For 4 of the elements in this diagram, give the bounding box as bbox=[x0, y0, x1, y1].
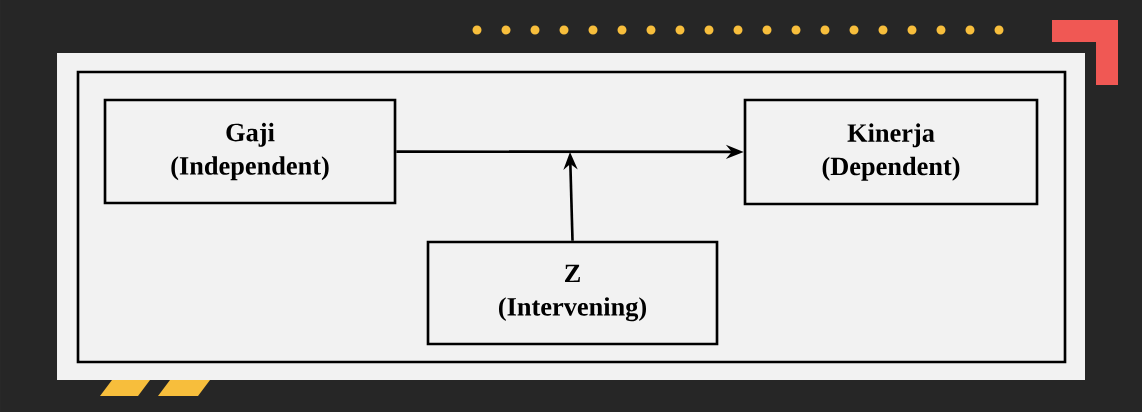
frame-box bbox=[76, 70, 1067, 364]
variable-box: Kinerja (Dependent) bbox=[743, 98, 1039, 206]
variable-box: Z (Intervening) bbox=[426, 240, 719, 346]
variable-box: Gaji (Independent) bbox=[103, 98, 397, 205]
